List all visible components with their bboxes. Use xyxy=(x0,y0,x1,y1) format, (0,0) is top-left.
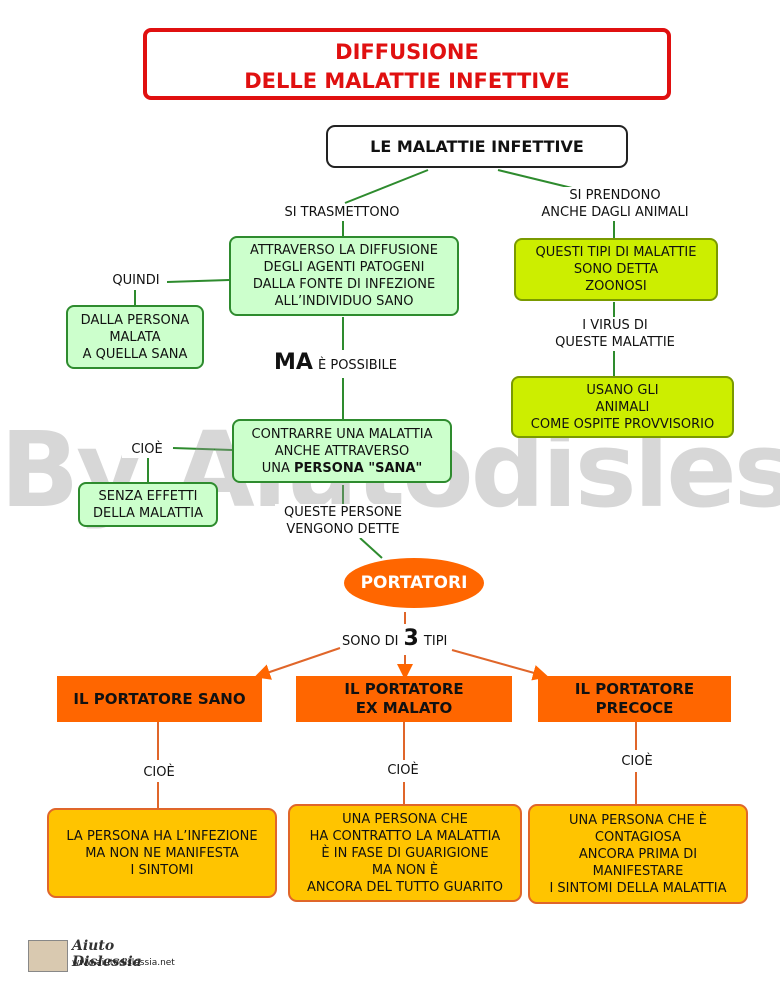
box-contrarre: CONTRARRE UNA MALATTIA ANCHE ATTRAVERSO … xyxy=(232,419,452,483)
label-queste-persone-line1: QUESTE PERSONE xyxy=(283,505,402,520)
box-zoonosi-line1: QUESTI TIPI DI MALATTIE xyxy=(535,245,697,260)
desc-box-sano: LA PERSONA HA L’INFEZIONE MA NON NE MANI… xyxy=(47,808,277,898)
label-queste-persone-line2: VENGONO DETTE xyxy=(286,522,400,537)
desc-sano-line2: MA NON NE MANIFESTA xyxy=(85,845,239,861)
desc-precoce-line4: MANIFESTARE xyxy=(592,863,684,879)
box-contrarre-line3: UNA PERSONA "SANA" xyxy=(262,460,422,477)
desc-ex-line1: UNA PERSONA CHE xyxy=(342,811,468,827)
desc-ex-line2: HA CONTRATTO LA MALATTIA xyxy=(309,828,501,844)
logo-url: www.aiutodislessia.net xyxy=(72,958,175,968)
desc-precoce-line3: ANCORA PRIMA DI xyxy=(578,846,698,862)
label-quindi: QUINDI xyxy=(105,272,167,289)
box-diffusione-line3: DALLA FONTE DI INFEZIONE xyxy=(252,277,436,292)
box-contrarre-line2: ANCHE ATTRAVERSO xyxy=(274,443,410,459)
box-ospite-line3: COME OSPITE PROVVISORIO xyxy=(530,416,715,432)
box-senza-line1: SENZA EFFETTI xyxy=(98,488,198,504)
label-cioe-2: CIOÈ xyxy=(380,762,426,779)
label-si-prendono: SI PRENDONO ANCHE DAGLI ANIMALI xyxy=(520,187,710,221)
label-i-virus: I VIRUS DI QUESTE MALATTIE xyxy=(550,317,680,351)
box-contrarre-line3-bold: PERSONA "SANA" xyxy=(294,460,423,476)
box-senza-effetti: SENZA EFFETTI DELLA MALATTIA xyxy=(78,482,218,527)
line-cioe-contrarre xyxy=(172,447,233,451)
label-tre: 3 xyxy=(403,626,419,651)
type-sano-title: IL PORTATORE SANO xyxy=(73,689,246,708)
box-ospite-line1: USANO GLI xyxy=(586,382,659,398)
desc-precoce-line1: UNA PERSONA CHE È xyxy=(569,812,707,828)
box-contrarre-line1: CONTRARRE UNA MALATTIA xyxy=(251,426,433,442)
type-precoce-title-line1: IL PORTATORE xyxy=(574,680,695,698)
site-logo: Aiuto Dislessia www.aiutodislessia.net xyxy=(28,938,188,978)
desc-precoce-line5: I SINTOMI DELLA MALATTIA xyxy=(549,880,727,896)
desc-sano-line1: LA PERSONA HA L’INFEZIONE xyxy=(66,828,258,844)
box-diffusione-line1: ATTRAVERSO LA DIFFUSIONE xyxy=(250,243,438,258)
type-box-sano: IL PORTATORE SANO xyxy=(57,676,262,722)
box-ospite-line2: ANIMALI xyxy=(595,399,650,415)
type-ex-title-line1: IL PORTATORE xyxy=(344,680,464,698)
desc-ex-line3: È IN FASE DI GUARIGIONE xyxy=(321,845,489,861)
line-queste-portatori xyxy=(359,537,383,559)
box-ospite: USANO GLI ANIMALI COME OSPITE PROVVISORI… xyxy=(511,376,734,438)
label-ma-possibile: MA È POSSIBILE xyxy=(274,350,397,378)
desc-sano-line3: I SINTOMI xyxy=(130,862,194,878)
box-diffusione-line4: ALL’INDIVIDUO SANO xyxy=(274,294,414,309)
label-si-trasmettono: SI TRASMETTONO xyxy=(272,204,412,221)
label-tipi: TIPI xyxy=(423,634,448,649)
title-line-1: DIFFUSIONE xyxy=(335,40,479,64)
box-persona-line2: MALATA xyxy=(109,329,161,345)
arrow-precoce xyxy=(451,649,549,681)
box-contrarre-line3-prefix: UNA xyxy=(261,460,295,476)
desc-precoce-line2: CONTAGIOSA xyxy=(594,829,682,845)
line-root-trasmettono xyxy=(344,169,429,204)
label-i-virus-line2: QUESTE MALATTIE xyxy=(555,335,675,350)
label-cioe-3: CIOÈ xyxy=(614,753,660,770)
label-i-virus-line1: I VIRUS DI xyxy=(582,318,648,333)
line-root-prendono xyxy=(497,169,573,189)
desc-box-ex-malato: UNA PERSONA CHE HA CONTRATTO LA MALATTIA… xyxy=(288,804,522,902)
book-icon xyxy=(28,940,68,972)
label-si-prendono-line2: ANCHE DAGLI ANIMALI xyxy=(541,205,689,220)
arrow-sano xyxy=(254,647,341,680)
box-zoonosi-line2: SONO DETTA xyxy=(573,262,659,277)
label-cioe-1: CIOÈ xyxy=(136,764,182,781)
label-e-possibile: È POSSIBILE xyxy=(318,358,397,373)
box-persona-line3: A QUELLA SANA xyxy=(82,346,188,362)
type-box-precoce: IL PORTATORE PRECOCE xyxy=(538,676,731,722)
label-queste-persone: QUESTE PERSONE VENGONO DETTE xyxy=(275,504,411,538)
label-ma: MA xyxy=(274,350,313,375)
box-zoonosi: QUESTI TIPI DI MALATTIE SONO DETTA ZOONO… xyxy=(514,238,718,301)
label-sono-di-3-tipi: SONO DI 3 TIPI xyxy=(342,624,448,654)
desc-ex-line4: MA NON È xyxy=(371,862,439,878)
box-zoonosi-line3: ZOONOSI xyxy=(585,279,647,294)
root-node: LE MALATTIE INFETTIVE xyxy=(326,125,628,168)
logo-title: Aiuto Dislessia xyxy=(72,938,142,970)
box-diffusione: ATTRAVERSO LA DIFFUSIONE DEGLI AGENTI PA… xyxy=(229,236,459,316)
label-sono-di: SONO DI xyxy=(342,634,399,649)
label-cioe-left: CIOÈ xyxy=(122,441,172,458)
type-precoce-title-line2: PRECOCE xyxy=(595,699,674,717)
label-si-prendono-line1: SI PRENDONO xyxy=(569,188,661,203)
box-diffusione-line2: DEGLI AGENTI PATOGENI xyxy=(263,260,425,275)
box-senza-line2: DELLA MALATTIA xyxy=(93,505,203,521)
type-ex-title-line2: EX MALATO xyxy=(355,699,453,717)
line-quindi-diffusione xyxy=(166,279,230,283)
page-title: DIFFUSIONE DELLE MALATTIE INFETTIVE xyxy=(143,28,671,100)
title-line-2: DELLE MALATTIE INFETTIVE xyxy=(244,69,570,93)
desc-box-precoce: UNA PERSONA CHE È CONTAGIOSA ANCORA PRIM… xyxy=(528,804,748,904)
type-box-ex-malato: IL PORTATORE EX MALATO xyxy=(296,676,512,722)
desc-ex-line5: ANCORA DEL TUTTO GUARITO xyxy=(306,879,504,895)
box-persona-line1: DALLA PERSONA xyxy=(80,312,190,328)
box-persona: DALLA PERSONA MALATA A QUELLA SANA xyxy=(66,305,204,369)
portatori-node: PORTATORI xyxy=(344,558,484,608)
